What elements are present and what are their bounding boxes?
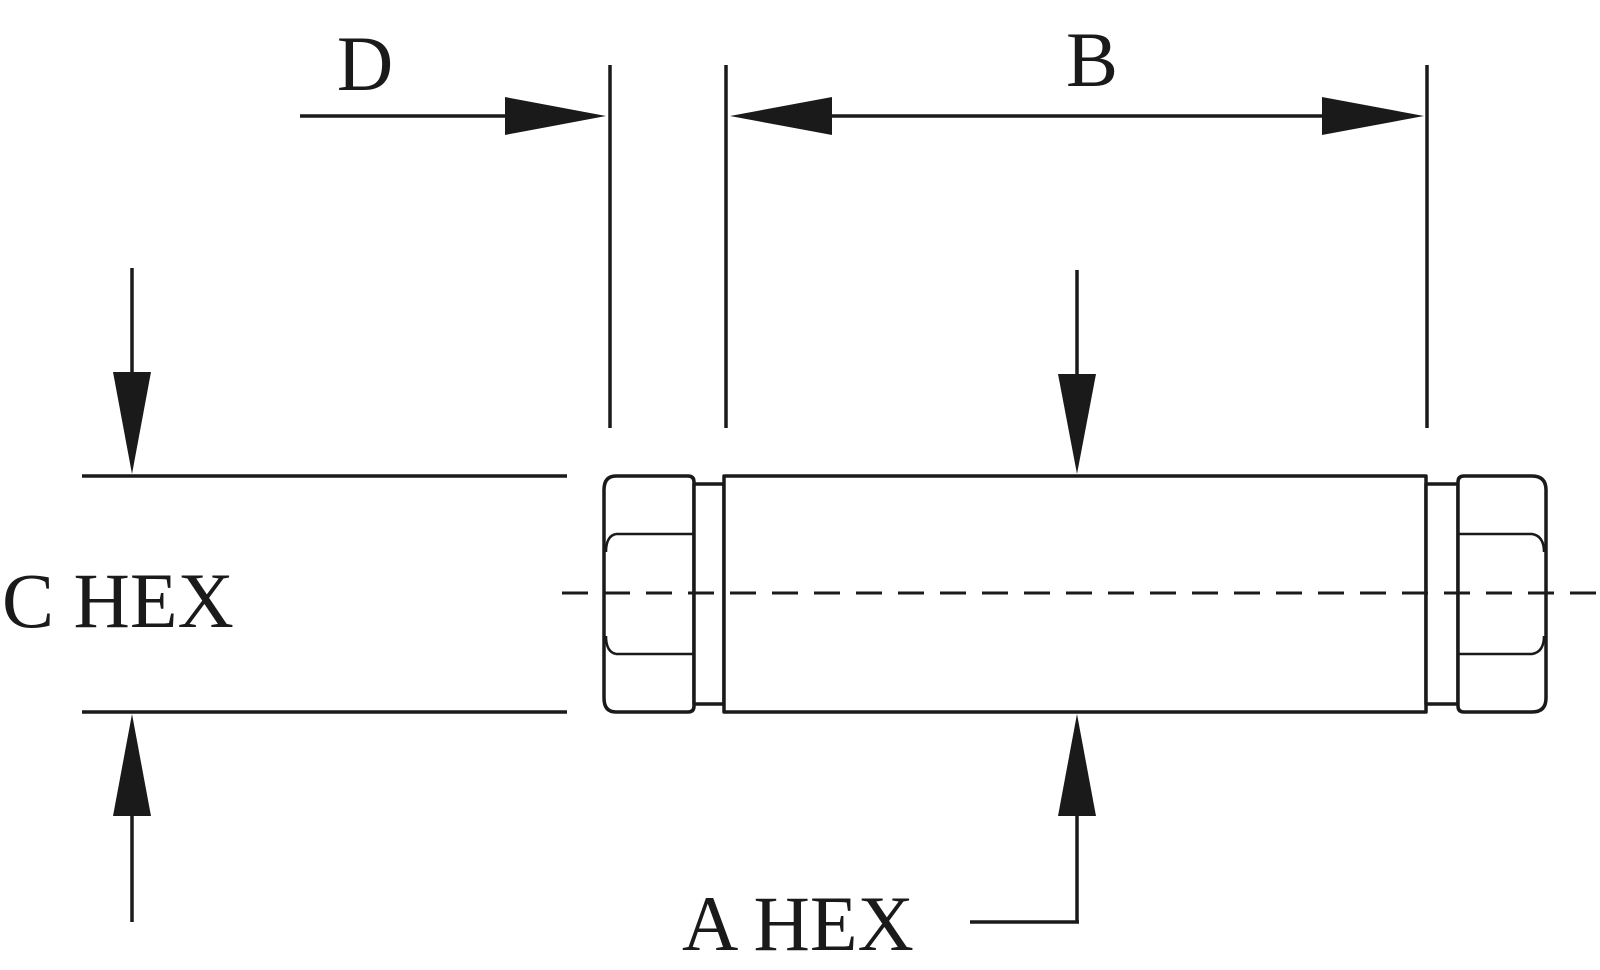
dimension-c-arrowhead-top bbox=[113, 372, 151, 474]
dimension-a-label: A HEX bbox=[682, 880, 914, 967]
dimension-d-label: D bbox=[337, 20, 393, 107]
dimension-b-arrowhead-right bbox=[1322, 97, 1424, 135]
dimension-b-arrowhead-left bbox=[730, 97, 832, 135]
right-hex-flat-top bbox=[1458, 532, 1546, 553]
dimension-c-label: C HEX bbox=[2, 557, 234, 644]
dimension-a-arrowhead-top bbox=[1058, 374, 1096, 474]
left-hex-flat-top bbox=[604, 532, 694, 553]
left-hex-flat-bottom bbox=[604, 635, 694, 656]
dimension-b: B bbox=[730, 16, 1424, 135]
right-hex-flat-bottom bbox=[1458, 635, 1546, 656]
dimension-d-arrowhead bbox=[505, 97, 606, 135]
dimension-a-hex: A HEX bbox=[682, 270, 1096, 967]
dimension-a-arrowhead-bottom bbox=[1058, 714, 1096, 816]
dimension-c-hex: C HEX bbox=[2, 268, 567, 922]
dimension-b-label: B bbox=[1066, 16, 1118, 103]
dimension-d: D bbox=[300, 20, 606, 135]
dimension-c-arrowhead-bottom bbox=[113, 714, 151, 816]
